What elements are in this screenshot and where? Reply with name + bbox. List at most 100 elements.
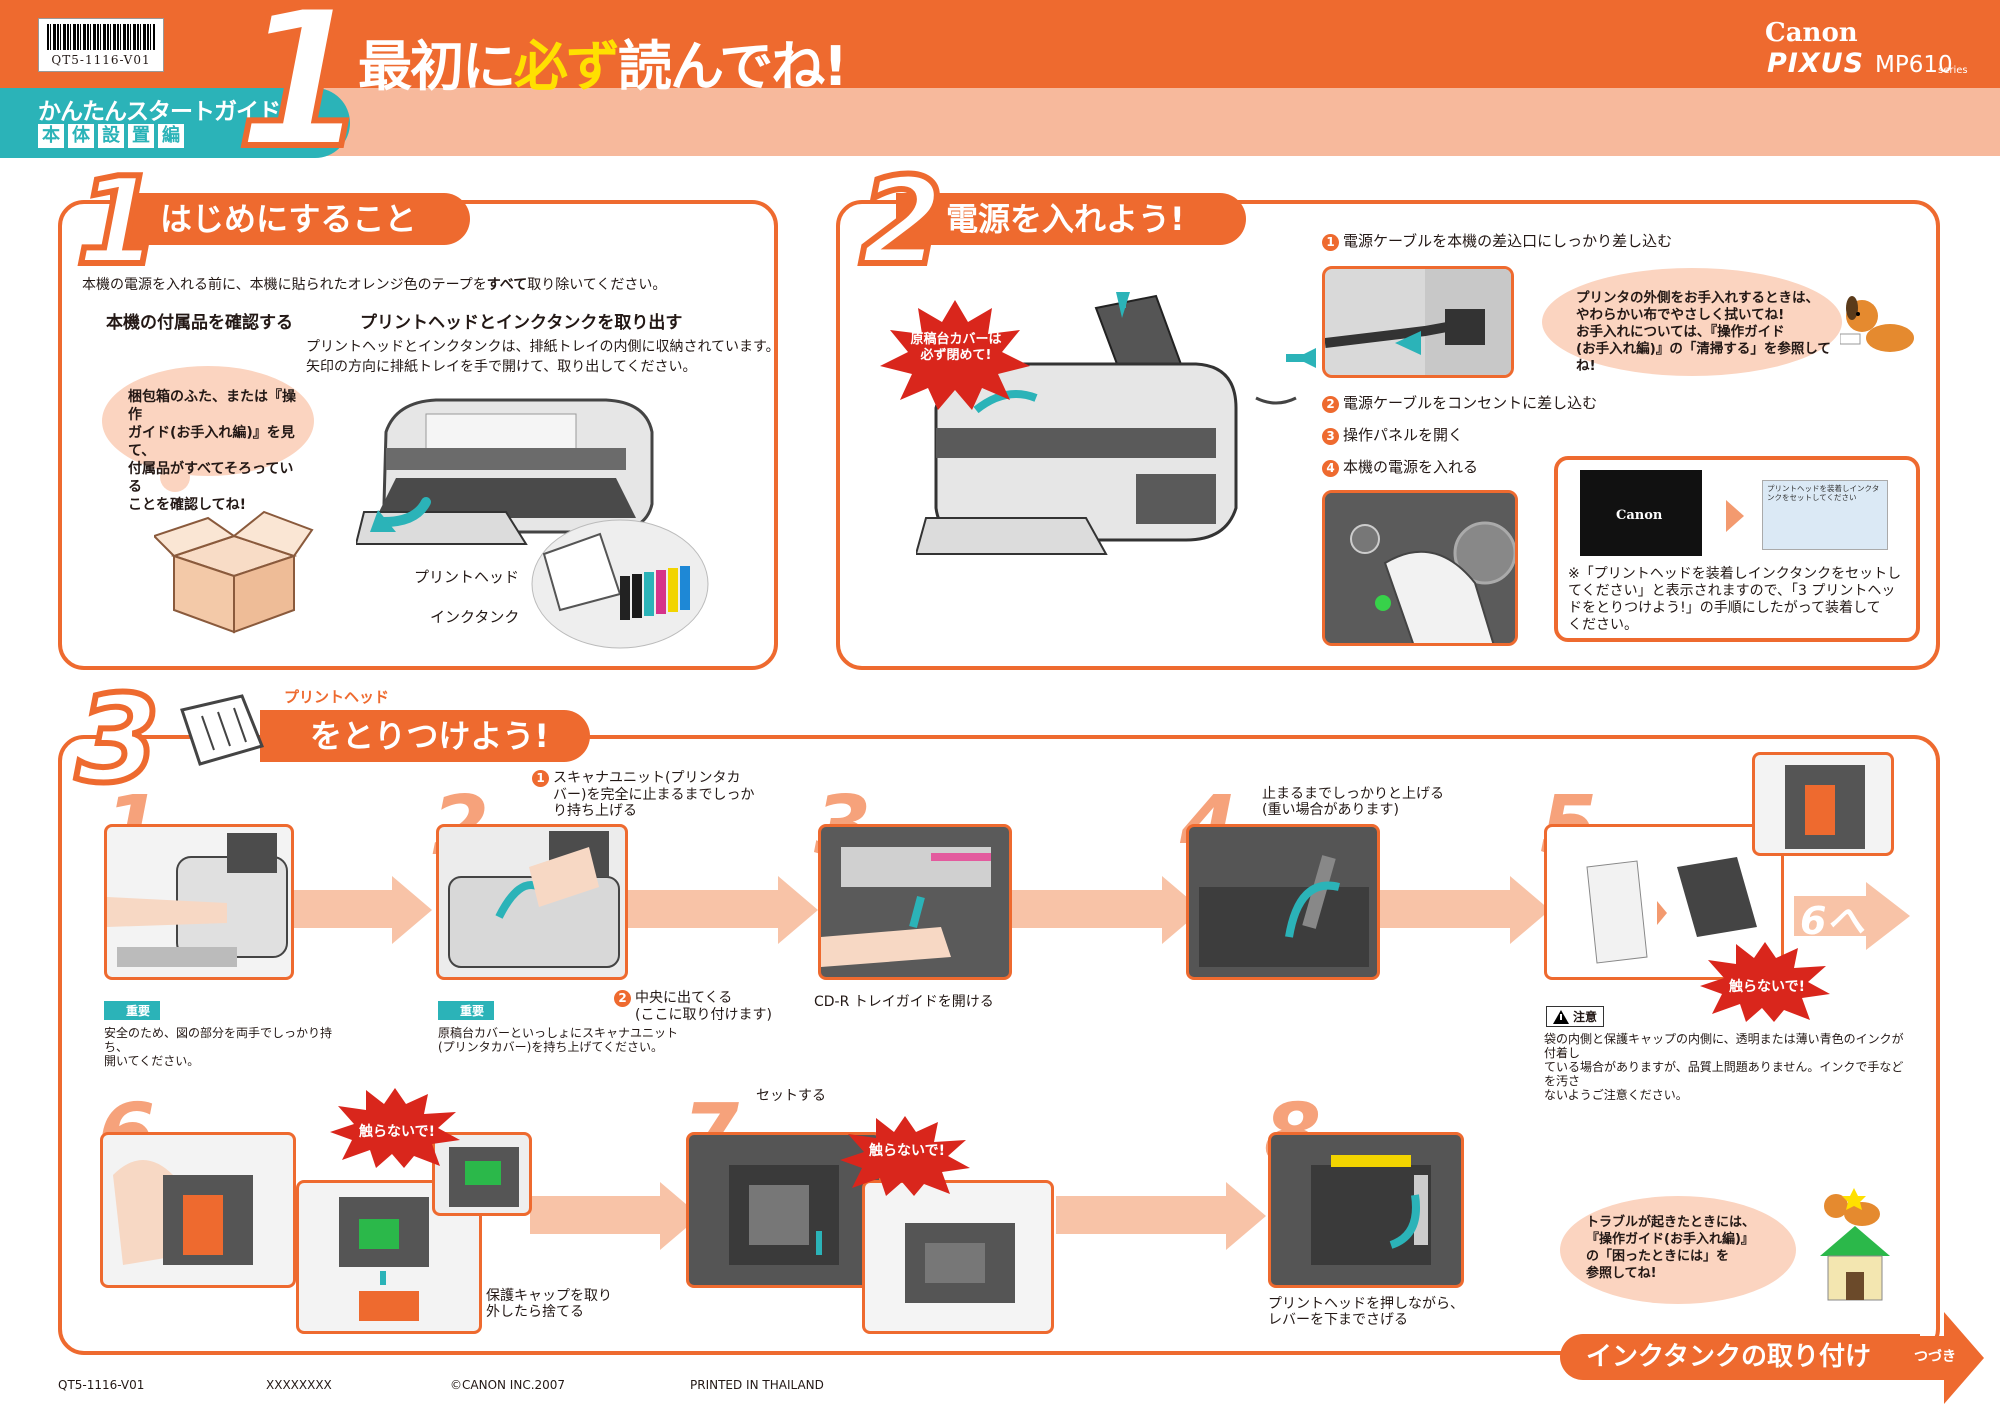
trouble-speech-bubble: トラブルが起きたときには、 『操作ガイド(お手入れ編)』 の「困ったときには」を… xyxy=(1560,1196,1796,1304)
footer-printed: PRINTED IN THAILAND xyxy=(690,1378,824,1392)
section1-number: 1 xyxy=(73,153,162,292)
step3-caption: CD-R トレイガイドを開ける xyxy=(814,994,994,1010)
guide-sub-char: 体 xyxy=(68,124,94,148)
flow-arrow xyxy=(1380,890,1510,928)
step-text: 本機の電源を入れる xyxy=(1343,458,1479,476)
note-line: 開いてください。 xyxy=(104,1054,200,1068)
step6-detail xyxy=(432,1132,532,1216)
footer-placeholder: XXXXXXXX xyxy=(266,1378,332,1392)
flow-arrow-head xyxy=(392,876,432,944)
continue-arrow-icon xyxy=(1900,1312,1984,1404)
section3-title: をとりつけよう! xyxy=(260,710,590,762)
title-part-a: 最初に xyxy=(358,35,516,98)
guide-sub-char: 編 xyxy=(158,124,184,148)
note-line: ※「プリントヘッドを装着しインクタンクをセットし xyxy=(1568,566,1902,582)
bubble-line: の「困ったときには」を xyxy=(1586,1249,1730,1264)
callout-line: (ここに取り付けます) xyxy=(635,1007,772,1023)
barcode-code: QT5-1116-V01 xyxy=(51,53,151,67)
close-cover-text: 原稿台カバーは 必ず閉めて! xyxy=(892,332,1020,364)
important-label: 重要 xyxy=(438,1001,495,1020)
caption-line: プリントヘッドを押しながら、 xyxy=(1268,1296,1464,1312)
bubble-line: (お手入れ編)』の「清掃する」を参照してね! xyxy=(1576,341,1831,374)
flow-arrow xyxy=(1012,890,1162,928)
step4-caption: 止まるまでしっかりと上げる (重い場合があります) xyxy=(1262,786,1444,818)
footer-code: QT5-1116-V01 xyxy=(58,1378,145,1392)
caption-line: 止まるまでしっかりと上げる xyxy=(1262,786,1444,802)
note-line: ている場合がありますが、品質上問題ありません。インクで手などを汚さ xyxy=(1544,1060,1904,1088)
guide-number: 1 xyxy=(233,0,371,190)
bubble-line: ガイド(お手入れ編)』を見て、 xyxy=(128,425,295,459)
callout-line: スキャナユニット(プリンタカ xyxy=(553,770,741,786)
flow-arrow-head xyxy=(778,876,818,944)
printer-illustration xyxy=(356,398,654,545)
step-number-badge: 3 xyxy=(1322,428,1339,445)
step2-note: 原稿台カバーといっしょにスキャナユニット (プリンタカバー)を持ち上げてください… xyxy=(438,1026,698,1054)
step8-caption: プリントヘッドを押しながら、 レバーを下までさげる xyxy=(1268,1296,1464,1328)
bubble-line: 付属品がすべてそろっている xyxy=(128,461,294,495)
guide-sub-char: 設 xyxy=(98,124,124,148)
ink-tanks xyxy=(620,566,690,620)
flow-arrow xyxy=(1056,1196,1226,1234)
remove-instruction-2: 矢印の方向に排紙トレイを手で開けて、取り出してください。 xyxy=(306,359,697,375)
guide-title: かんたんスタートガイド xyxy=(38,99,281,125)
lcd-canon-logo: Canon xyxy=(1616,508,1663,523)
step7-photo-2 xyxy=(862,1180,1054,1334)
next-step-arrow-icon xyxy=(1794,882,1910,950)
label-printhead: プリントヘッド xyxy=(414,568,520,586)
note-line: てください」と表示されますので、「3 プリントヘッ xyxy=(1568,583,1896,599)
step3-photo xyxy=(818,824,1012,980)
flow-arrow-head xyxy=(1226,1182,1266,1250)
flow-arrow-head xyxy=(1510,876,1550,944)
section1-intro: 本機の電源を入れる前に、本機に貼られたオレンジ色のテープをすべて取り除いてくださ… xyxy=(82,274,666,294)
note-line: (プリンタカバー)を持ち上げてください。 xyxy=(438,1040,664,1054)
step-number-badge: 1 xyxy=(1322,234,1339,251)
step1-note: 安全のため、図の部分を両手でしっかり持ち、 開いてください。 xyxy=(104,1026,354,1068)
operation-panel-photo xyxy=(1322,490,1518,646)
next-section-tab: インクタンクの取り付け xyxy=(1560,1334,1920,1380)
dont-touch-text: 触らないで! xyxy=(1729,979,1805,995)
section3-ruby: プリントヘッド xyxy=(284,688,390,706)
bubble-line: 参照してね! xyxy=(1586,1266,1657,1281)
canon-logo: Canon xyxy=(1765,18,1858,48)
caption-line: レバーを下までさげる xyxy=(1268,1312,1408,1328)
lcd-message-screen: プリントヘッドを装着しインクタンクをセットしてください xyxy=(1762,480,1888,550)
step-number-badge: 1 xyxy=(532,770,549,787)
dont-touch-burst xyxy=(1700,942,1830,1022)
cardboard-box-illustration xyxy=(154,510,314,634)
note-line: ドをとりつけよう!」の手順にしたがって装着して xyxy=(1568,600,1881,616)
step-number-badge: 4 xyxy=(1322,460,1339,477)
care-speech-bubble: プリンタの外側をお手入れするときは、 やわらかい布でやさしく拭いてね! お手入れ… xyxy=(1542,268,1842,376)
step5-go-to-6: 6へ xyxy=(1800,899,1865,943)
pixus-logo: PIXUS xyxy=(1767,48,1865,79)
step8-photo xyxy=(1268,1132,1464,1288)
caution-note: 袋の内側と保護キャップの内側に、透明または薄い青色のインクが付着し ている場合が… xyxy=(1544,1032,1914,1102)
note-line: 袋の内側と保護キャップの内側に、透明または薄い青色のインクが付着し xyxy=(1544,1032,1904,1060)
step6-caption: 保護キャップを取り 外したら捨てる xyxy=(486,1288,612,1320)
lcd-transition-arrow xyxy=(1726,500,1744,532)
section2-title: 電源を入れよう! xyxy=(896,193,1246,245)
caution-badge: 注意 xyxy=(1546,1006,1605,1027)
section3-number: 3 xyxy=(73,671,162,810)
section1-title: はじめにすること xyxy=(110,193,470,245)
important-label: 重要 xyxy=(104,1001,161,1020)
dog-mascot-icon xyxy=(1840,296,1914,352)
guide-sub-char: 置 xyxy=(128,124,154,148)
intro-text: 本機の電源を入れる前に、本機に貼られたオレンジ色のテープを xyxy=(82,277,487,293)
printhead-icon xyxy=(180,694,265,766)
dog-doghouse-icon xyxy=(1820,1188,1890,1301)
heading-remove-parts: プリントヘッドとインクタンクを取り出す xyxy=(360,313,683,333)
note-line: 安全のため、図の部分を両手でしっかり持ち、 xyxy=(104,1026,333,1054)
burst-line: 原稿台カバーは xyxy=(910,332,1002,347)
step-text: 電源ケーブルを本機の差込口にしっかり差し込む xyxy=(1343,232,1673,250)
callout-line: り持ち上げる xyxy=(553,803,637,819)
model-series: series xyxy=(1938,65,1968,76)
printhead-inktank-illustration xyxy=(531,519,709,649)
section2-number: 2 xyxy=(857,153,946,292)
note-line: 原稿台カバーといっしょにスキャナユニット xyxy=(438,1026,679,1040)
cable-photo xyxy=(1322,266,1514,378)
